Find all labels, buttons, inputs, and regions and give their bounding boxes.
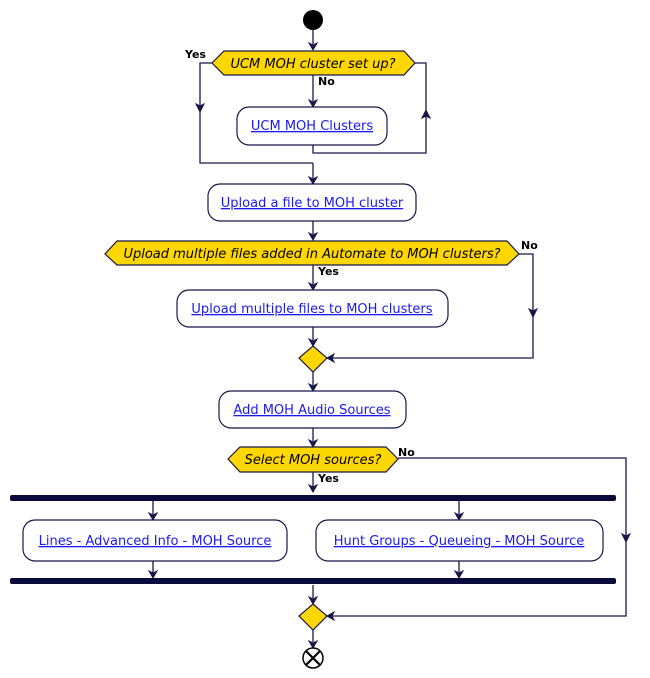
decision-sources: Select MOH sources? Yes No <box>227 446 415 485</box>
arrowhead <box>194 102 206 114</box>
arrowhead <box>307 639 319 650</box>
arrowhead <box>307 595 319 606</box>
action-ucm-moh-clusters[interactable]: UCM MOH Clusters <box>236 106 388 146</box>
arrowheads <box>147 41 632 650</box>
arrowhead <box>527 307 539 319</box>
arrowhead <box>453 511 465 522</box>
lines-moh-source-link[interactable]: Lines - Advanced Info - MOH Source <box>39 534 272 549</box>
upload-file-link[interactable]: Upload a file to MOH cluster <box>221 196 404 211</box>
arrowhead <box>307 231 319 242</box>
arrowhead <box>420 108 432 120</box>
decision-cluster-setup-question: UCM MOH cluster set up? <box>230 57 395 72</box>
action-lines-moh-source[interactable]: Lines - Advanced Info - MOH Source <box>22 519 288 562</box>
decision-shape <box>211 50 416 76</box>
decision-cluster-setup: UCM MOH cluster set up? Yes No <box>184 48 416 88</box>
edge-multi-no <box>327 253 534 359</box>
action-upload-multiple[interactable]: Upload multiple files to MOH clusters <box>176 289 449 328</box>
decision-shape <box>227 446 399 473</box>
decision-shape <box>104 240 520 266</box>
arrowhead <box>307 281 319 292</box>
decision-sources-yes-label: Yes <box>317 472 339 485</box>
arrowhead <box>325 352 336 364</box>
ucm-moh-clusters-link[interactable]: UCM MOH Clusters <box>251 119 373 134</box>
arrowhead <box>147 569 159 580</box>
arrowhead <box>307 438 319 449</box>
upload-multiple-link[interactable]: Upload multiple files to MOH clusters <box>191 302 432 317</box>
arrowhead <box>307 41 319 52</box>
end-node-cross <box>305 650 321 666</box>
action-box <box>236 106 388 146</box>
arrowhead <box>307 483 319 494</box>
decision-sources-question: Select MOH sources? <box>245 453 382 468</box>
arrowhead <box>307 382 319 393</box>
arrowhead <box>620 532 632 544</box>
action-upload-file[interactable]: Upload a file to MOH cluster <box>207 183 417 222</box>
decision-cluster-setup-no-label: No <box>318 75 335 88</box>
arrowhead <box>307 337 319 348</box>
end-node <box>302 647 324 669</box>
edge-loop-back <box>312 62 427 154</box>
start-node <box>303 10 323 30</box>
fork-bar <box>10 495 616 501</box>
decision-multiple-files-no-label: No <box>521 239 538 252</box>
final-merge-diamond <box>298 603 328 631</box>
merge-diamond <box>298 345 328 373</box>
action-box <box>207 183 417 222</box>
action-box <box>22 519 288 562</box>
join-bar <box>10 578 616 584</box>
arrowhead <box>453 569 465 580</box>
arrowhead <box>307 98 319 109</box>
decision-multiple-files-question: Upload multiple files added in Automate … <box>123 247 500 262</box>
decision-multiple-files-yes-label: Yes <box>317 265 339 278</box>
action-hunt-groups-moh-source[interactable]: Hunt Groups - Queueing - MOH Source <box>315 519 604 562</box>
action-box <box>218 390 407 429</box>
decision-sources-no-label: No <box>398 446 415 459</box>
arrowhead <box>325 610 336 622</box>
action-box <box>176 289 449 328</box>
action-add-audio-sources[interactable]: Add MOH Audio Sources <box>218 390 407 429</box>
decision-multiple-files: Upload multiple files added in Automate … <box>104 239 538 278</box>
add-audio-sources-link[interactable]: Add MOH Audio Sources <box>233 403 390 418</box>
arrowhead <box>147 511 159 522</box>
decision-cluster-setup-yes-label: Yes <box>184 48 206 61</box>
hunt-groups-moh-source-link[interactable]: Hunt Groups - Queueing - MOH Source <box>334 534 585 549</box>
action-box <box>315 519 604 562</box>
arrowhead <box>307 175 319 186</box>
